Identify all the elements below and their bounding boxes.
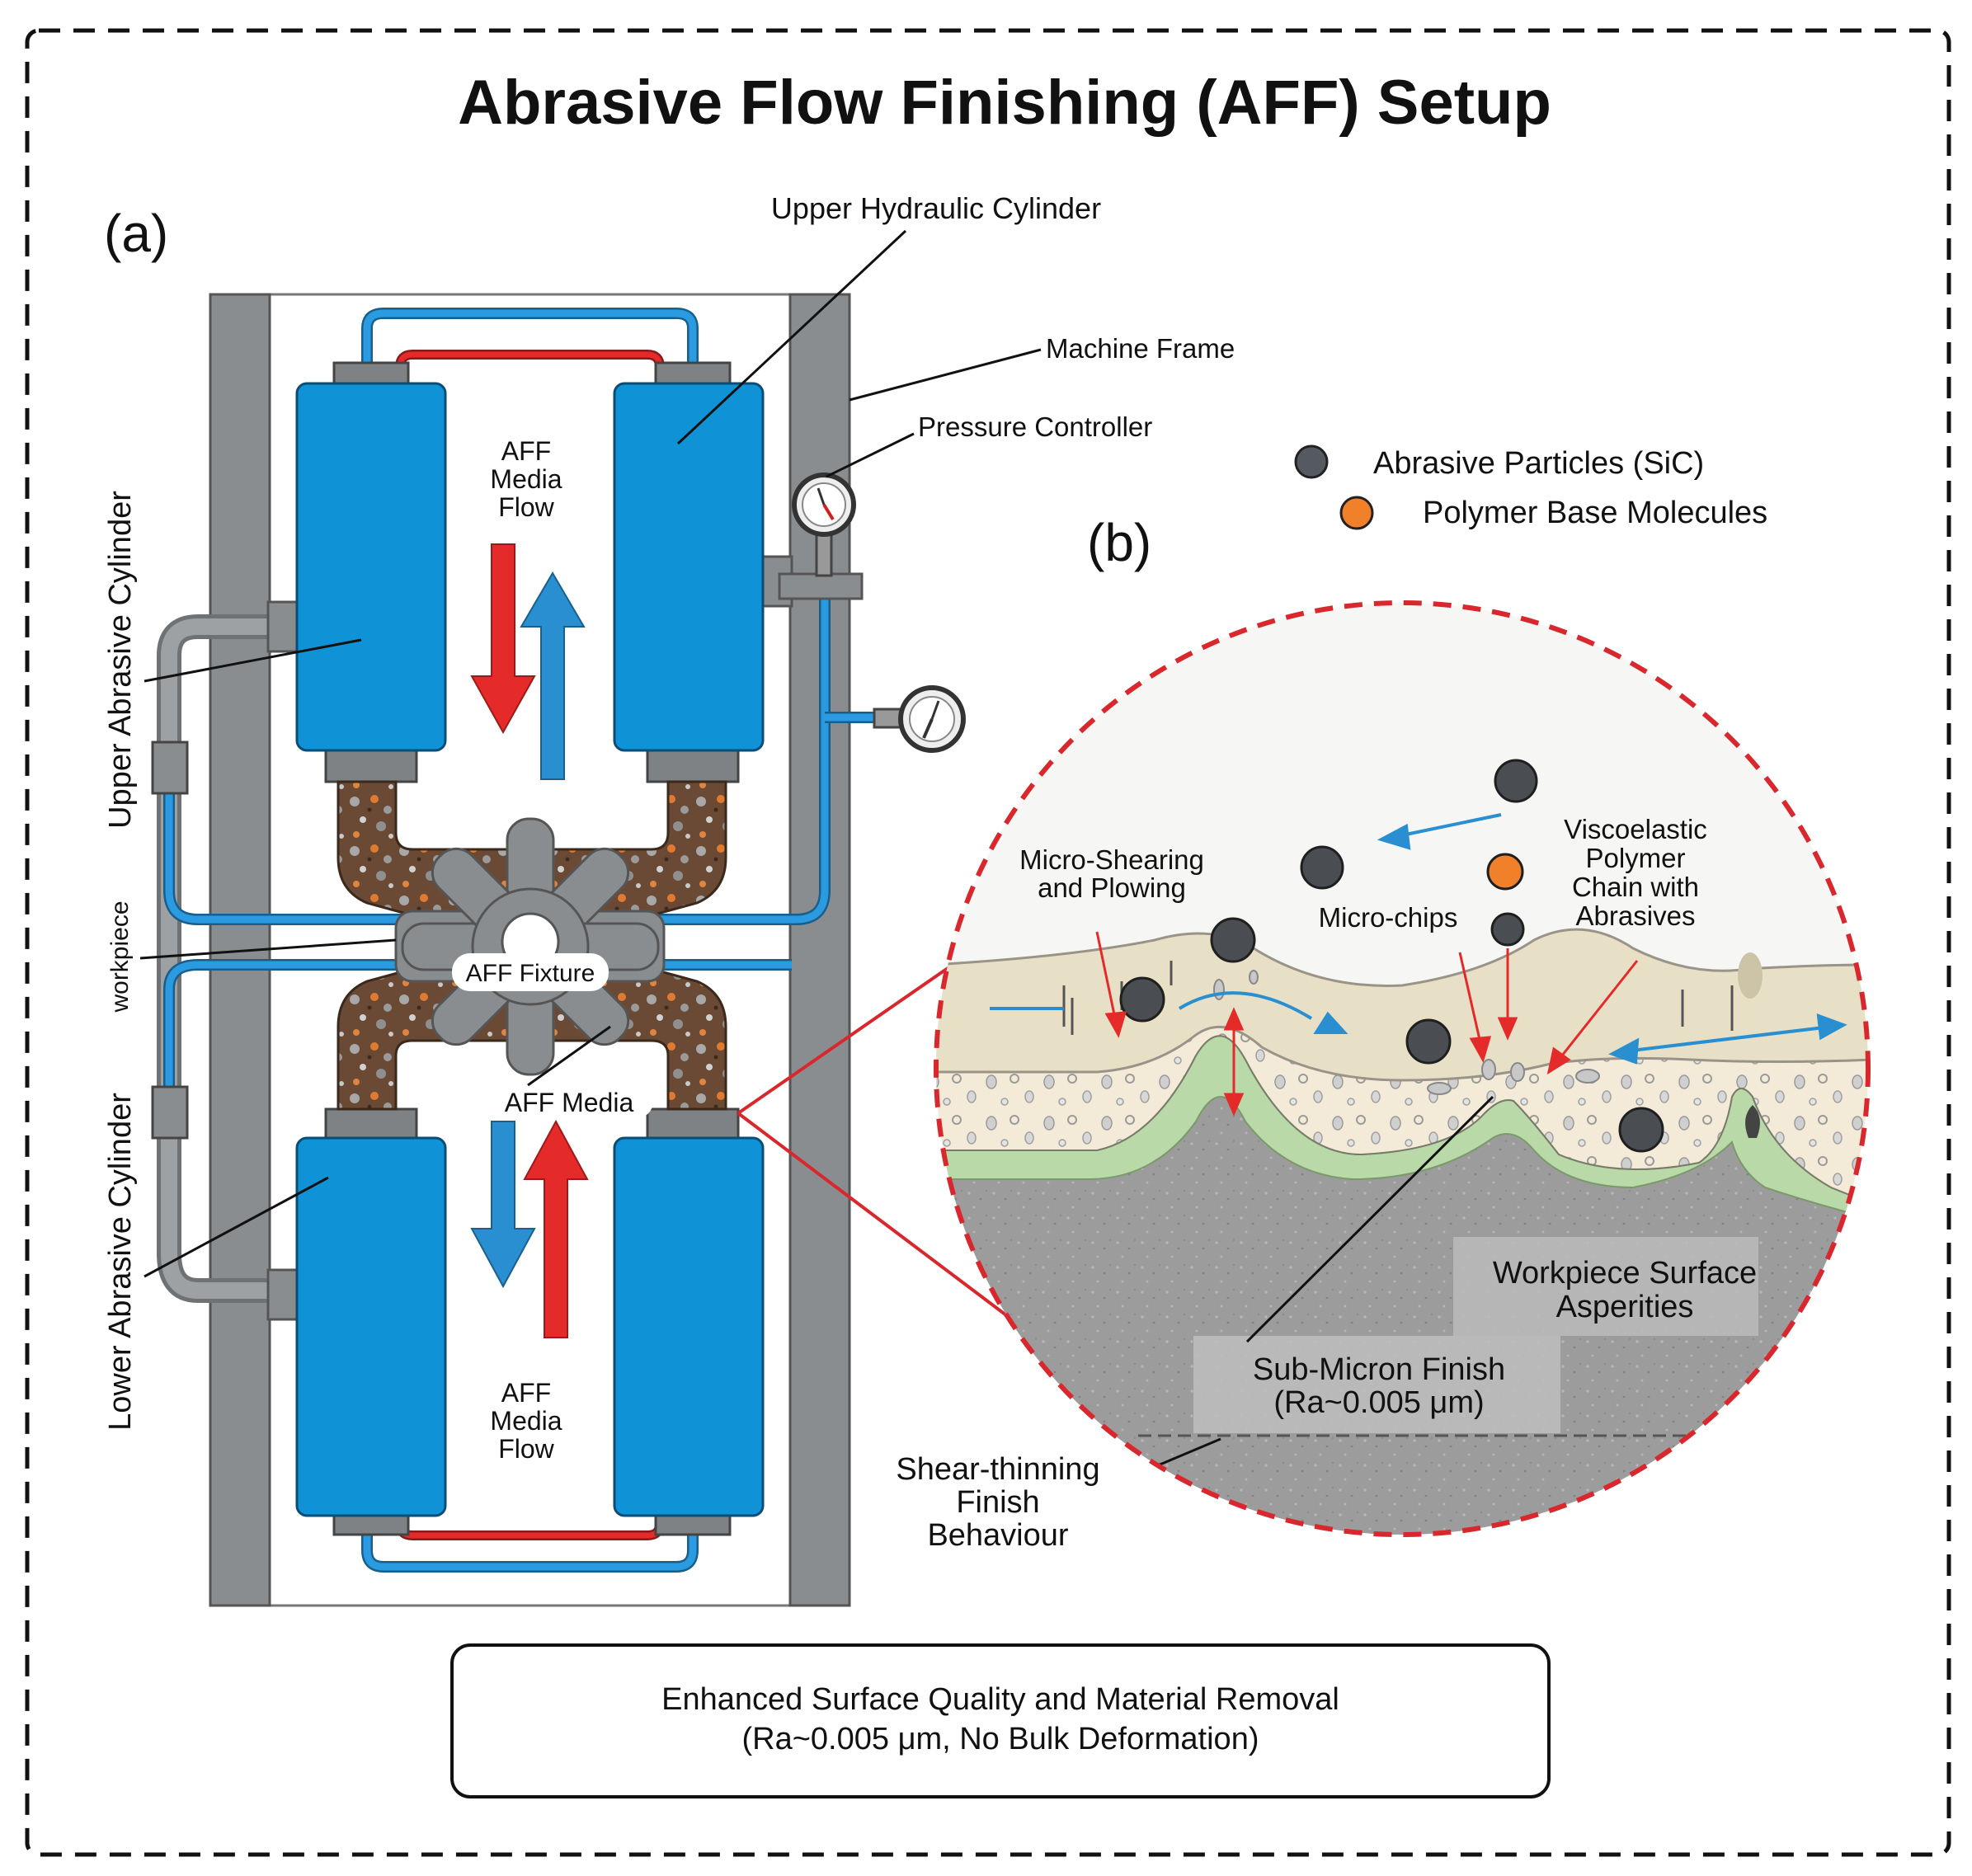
micro-shearing-l2: and Plowing (1038, 872, 1186, 903)
workpiece-leader (139, 938, 397, 960)
legend-polymer-label: Polymer Base Molecules (1423, 496, 1767, 530)
pressure-gauge-lower-icon (873, 685, 966, 753)
panel-b-tag: (b) (1087, 513, 1151, 572)
shear-thinning-l3: Behaviour (927, 1518, 1068, 1553)
pressure-controller-leader (826, 432, 915, 478)
aff-media-label: AFF Media (505, 1088, 634, 1117)
magnified-view (936, 603, 1868, 1535)
asperities-l1: Workpiece Surface (1493, 1256, 1757, 1291)
upper-abrasive-cylinder-label: Upper Abrasive Cylinder (103, 491, 138, 829)
asperities-label: Workpiece Surface Asperities (1493, 1256, 1757, 1324)
viscoelastic-l3: Chain with (1572, 872, 1699, 902)
legend-abrasive-icon (1294, 444, 1329, 479)
micro-chips-label: Micro-chips (1319, 902, 1458, 933)
upper-left-cylinder (295, 382, 447, 752)
shear-thinning-label: Shear-thinning Finish Behaviour (896, 1452, 1099, 1553)
side-hydraulic-lines (151, 555, 891, 1321)
aff-fixture (394, 817, 666, 1076)
media-flow-top-l2: Media (490, 464, 562, 494)
micro-shearing-label: Micro-Shearing and Plowing (1019, 844, 1204, 903)
upper-right-cylinder (613, 382, 765, 752)
micro-shearing-l1: Micro-Shearing (1019, 844, 1204, 875)
sub-micron-l2: (Ra~0.005 μm) (1273, 1385, 1484, 1420)
upper-hydraulic-leader (676, 229, 907, 445)
zoom-line-lower (737, 1112, 1024, 1329)
lower-abrasive-leader (144, 1176, 329, 1278)
media-flow-bottom-label: AFF Media Flow (490, 1378, 562, 1464)
legend-polymer-icon (1339, 496, 1374, 530)
machine-frame-leader (849, 348, 1042, 402)
flow-arrow-down-red-icon (470, 543, 536, 735)
upper-hydraulic-cylinder-label: Upper Hydraulic Cylinder (771, 191, 1101, 225)
flow-arrow-down-blue-icon (470, 1121, 536, 1289)
outer-border (25, 28, 1951, 1857)
media-flow-bottom-l1: AFF (501, 1378, 551, 1408)
viscoelastic-l1: Viscoelastic (1564, 814, 1707, 844)
media-flow-top-label: AFF Media Flow (490, 436, 562, 522)
lower-right-cylinder (613, 1136, 765, 1517)
footer-line-1: Enhanced Surface Quality and Material Re… (661, 1682, 1339, 1717)
zoom-circle (934, 600, 1871, 1537)
lower-abrasive-cylinder-label: Lower Abrasive Cylinder (103, 1093, 138, 1431)
media-label-bg (488, 1082, 653, 1118)
shear-thinning-l2: Finish (956, 1485, 1039, 1520)
flow-arrow-up-blue-icon (520, 571, 586, 780)
media-flow-bottom-l3: Flow (498, 1434, 554, 1464)
legend-abrasive-label: Abrasive Particles (SiC) (1373, 446, 1704, 481)
shear-thinning-l1: Shear-thinning (896, 1452, 1099, 1487)
flow-arrow-up-red-icon (523, 1119, 589, 1338)
panel-a-tag: (a) (104, 204, 168, 263)
pressure-controller-label: Pressure Controller (918, 411, 1152, 442)
asperities-l2: Asperities (1556, 1290, 1694, 1324)
zoom-line-upper (737, 963, 954, 1115)
media-flow-bottom-l2: Media (490, 1406, 562, 1436)
viscoelastic-label: Viscoelastic Polymer Chain with Abrasive… (1564, 814, 1707, 931)
footer-line-2: (Ra~0.005 μm, No Bulk Deformation) (742, 1722, 1259, 1756)
footer-box (450, 1643, 1551, 1798)
diagram-title: Abrasive Flow Finishing (AFF) Setup (458, 68, 1551, 138)
viscoelastic-l2: Polymer (1585, 843, 1685, 873)
viscoelastic-l4: Abrasives (1576, 900, 1696, 931)
aff-fixture-label: AFF Fixture (466, 960, 595, 987)
sub-micron-l1: Sub-Micron Finish (1253, 1352, 1505, 1387)
pressure-gauge-upper-icon (792, 473, 856, 577)
machine-frame-label: Machine Frame (1046, 333, 1235, 364)
sub-micron-label: Sub-Micron Finish (Ra~0.005 μm) (1253, 1352, 1505, 1420)
media-flow-top-l1: AFF (501, 436, 551, 466)
legend: Abrasive Particles (SiC) Polymer Base Mo… (1294, 444, 1767, 530)
media-flow-top-l3: Flow (498, 492, 554, 522)
upper-abrasive-leader (144, 638, 362, 683)
media-leader (527, 1025, 611, 1087)
lower-left-cylinder (295, 1136, 447, 1517)
workpiece-label: workpiece (106, 900, 134, 1013)
